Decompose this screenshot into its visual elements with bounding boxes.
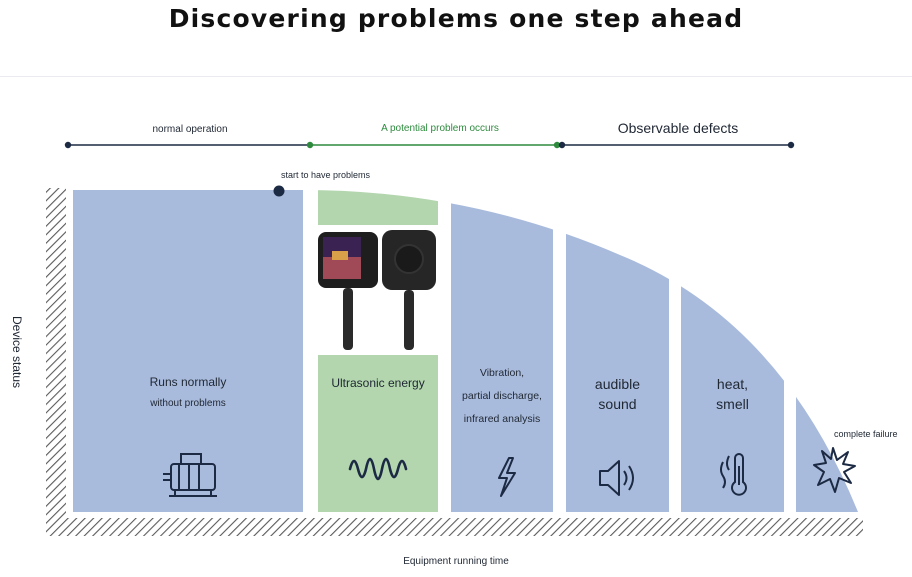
complete-failure-note: complete failure	[834, 429, 898, 439]
phase-marker	[787, 141, 795, 149]
wave-icon	[348, 457, 408, 481]
phase-marker	[558, 141, 566, 149]
ultrasonic-device-photo	[318, 225, 438, 355]
stage-text-sound: audible sound	[566, 374, 669, 415]
stage-bar-normal	[73, 190, 303, 512]
x-axis-label: Equipment running time	[403, 556, 509, 567]
x-axis-hatch	[46, 518, 863, 536]
stage-line: Vibration,	[479, 367, 525, 379]
stage-line: without problems	[150, 398, 226, 410]
page-title: Discovering problems one step ahead	[168, 4, 744, 33]
stage-bar-vibration	[451, 190, 553, 512]
title-divider	[0, 76, 912, 77]
stage-line: sound	[598, 396, 637, 413]
explosion-icon	[813, 447, 856, 493]
stage-line: heat,	[716, 376, 749, 392]
phase-label-potential: A potential problem occurs	[381, 123, 499, 134]
stage-line: Runs normally	[149, 375, 227, 389]
y-axis-hatch	[46, 188, 66, 518]
stage-bar-sound	[566, 190, 669, 512]
stage-line: audible	[594, 376, 641, 392]
stage-text-ultrasonic: Ultrasonic energy	[318, 375, 438, 392]
stage-line: partial discharge,	[462, 390, 542, 402]
stage-line: infrared analysis	[463, 413, 541, 425]
phase-timeline	[64, 141, 795, 149]
stage-bar-heat	[681, 190, 784, 512]
stage-line: Ultrasonic energy	[331, 376, 425, 390]
start-problems-note: start to have problems	[281, 170, 371, 180]
phase-marker	[306, 141, 314, 149]
stage-text-heat: heat, smell	[681, 374, 784, 415]
y-axis-label: Device status	[10, 315, 24, 389]
motor-icon	[163, 453, 217, 497]
phase-label-defects: Observable defects	[617, 120, 739, 136]
start-point-marker	[273, 185, 285, 197]
stage-text-vibration: Vibration, partial discharge, infrared a…	[451, 362, 553, 431]
device-image	[318, 230, 436, 350]
stage-text-normal: Runs normally without problems	[73, 374, 303, 412]
speaker-icon	[599, 460, 634, 496]
phase-marker	[553, 141, 561, 149]
lightning-icon	[498, 457, 516, 497]
stage-line: smell	[716, 396, 749, 413]
phase-label-normal: normal operation	[152, 124, 228, 135]
phase-marker	[64, 141, 72, 149]
thermometer-icon	[720, 453, 747, 496]
